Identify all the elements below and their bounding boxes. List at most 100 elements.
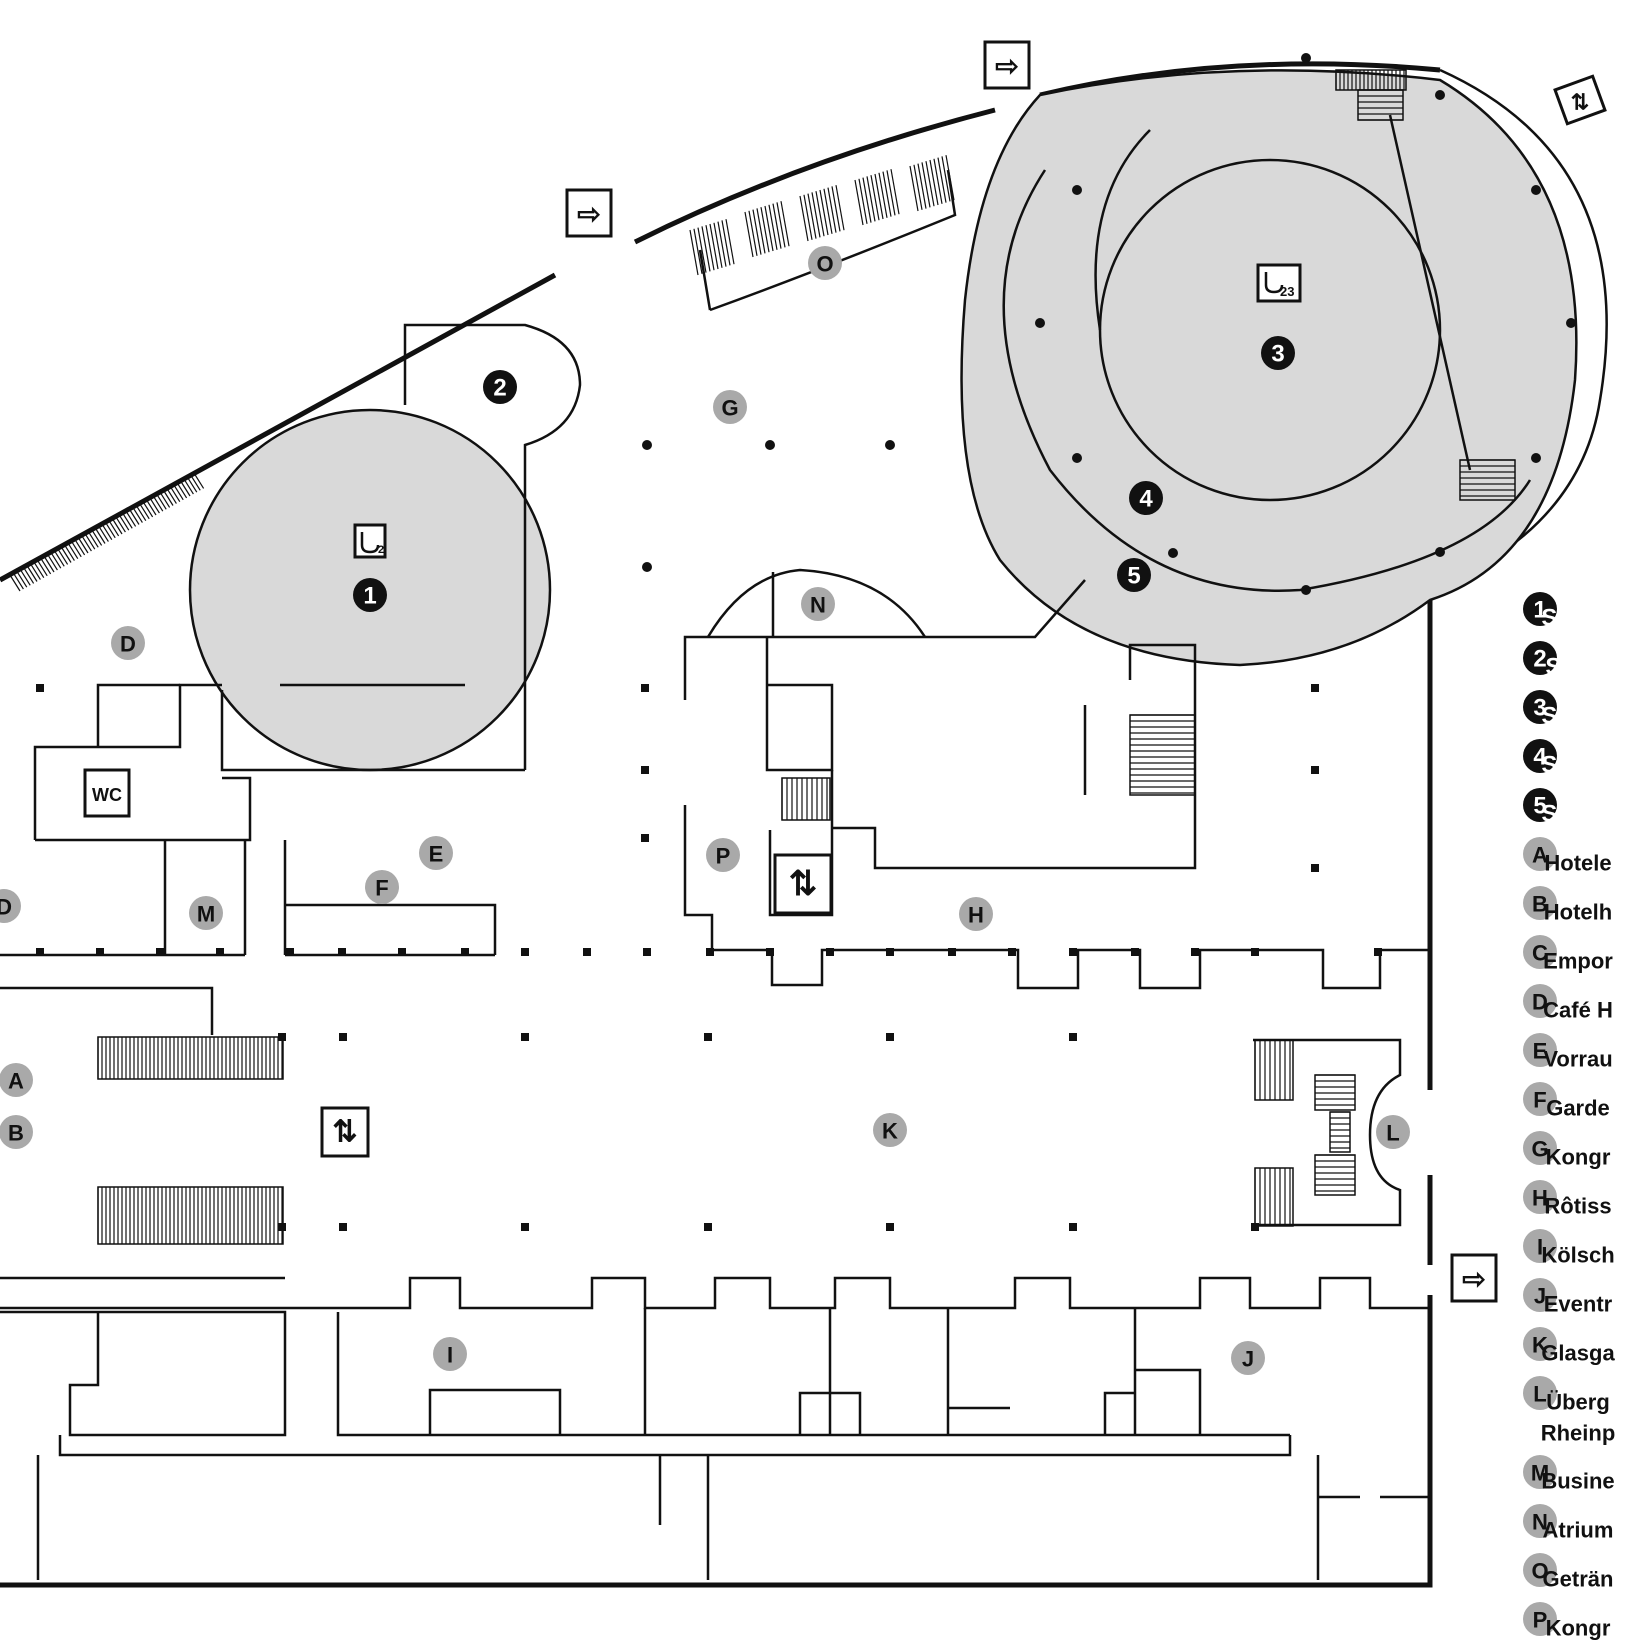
legend-label: Saal/H <box>1541 703 1614 730</box>
marker-label: N <box>810 593 826 618</box>
marker-label: 2 <box>493 375 506 402</box>
column <box>704 1033 712 1041</box>
marker-g: G <box>713 390 747 424</box>
marker-label: J <box>1242 1347 1254 1372</box>
column <box>1311 864 1319 872</box>
column <box>1301 585 1311 595</box>
column <box>1435 90 1445 100</box>
svg-text:⇅: ⇅ <box>1571 90 1589 115</box>
wc-label: WC <box>92 785 122 805</box>
column <box>642 562 652 572</box>
column <box>278 1223 286 1231</box>
marker-label: 3 <box>1271 341 1284 368</box>
stair-flight <box>1129 714 1196 796</box>
marker-label: E <box>429 842 444 867</box>
stair-flight <box>1314 1074 1356 1111</box>
column <box>1069 1223 1077 1231</box>
legend-label: Kongr <box>1546 1145 1611 1170</box>
marker-label: D <box>0 895 12 920</box>
legend-key: N <box>1532 1510 1548 1535</box>
column <box>1008 948 1016 956</box>
marker-o: O <box>808 246 842 280</box>
column <box>1069 1033 1077 1041</box>
marker-label: I <box>447 1343 453 1368</box>
stair-flight <box>1459 459 1516 501</box>
column <box>886 948 894 956</box>
column <box>1251 948 1259 956</box>
legend-label: Glasga <box>1541 1341 1615 1366</box>
marker-label: B <box>8 1121 24 1146</box>
legend-key: O <box>1531 1559 1548 1584</box>
column <box>521 948 529 956</box>
column <box>765 440 775 450</box>
column <box>1311 684 1319 692</box>
legend-key: M <box>1531 1461 1549 1486</box>
column-grid <box>36 53 1576 1231</box>
marker-k: K <box>873 1113 907 1147</box>
marker-label: F <box>375 876 388 901</box>
legend-label: Kölsch <box>1541 1243 1614 1268</box>
svg-text:⇨: ⇨ <box>995 51 1018 82</box>
legend-key: E <box>1533 1039 1548 1064</box>
marker-e: E <box>419 836 453 870</box>
legend-key: H <box>1532 1186 1548 1211</box>
legend-key: I <box>1537 1235 1543 1260</box>
stair-flight <box>781 777 831 821</box>
marker-i: I <box>433 1337 467 1371</box>
column <box>1035 318 1045 328</box>
column <box>216 948 224 956</box>
column <box>1435 547 1445 557</box>
marker-label: H <box>968 903 984 928</box>
legend-label: Café H <box>1543 998 1613 1023</box>
column <box>1072 453 1082 463</box>
column <box>36 684 44 692</box>
column <box>338 948 346 956</box>
svg-text:⇨: ⇨ <box>577 199 600 230</box>
legend-label: Garde <box>1546 1096 1610 1121</box>
room3-capacity: 23 <box>1280 284 1294 299</box>
column <box>461 948 469 956</box>
room1-capacity: 2 <box>378 544 384 556</box>
hook-capacity-icon: 23 <box>1256 263 1302 303</box>
column <box>286 948 294 956</box>
column <box>1131 948 1139 956</box>
marker-label: K <box>882 1119 898 1144</box>
legend-key: D <box>1532 990 1548 1015</box>
hall-3-room <box>960 69 1578 667</box>
legend-key: 4 <box>1533 744 1547 771</box>
legend-key: 3 <box>1533 695 1546 722</box>
marker-d: D <box>0 889 21 923</box>
column <box>766 948 774 956</box>
column <box>706 948 714 956</box>
column <box>1374 948 1382 956</box>
marker-j: J <box>1231 1341 1265 1375</box>
stair-flight <box>97 1186 284 1245</box>
legend: 1Saal/H2Salon3Saal/H4Saal/H5Saal/HAHotel… <box>1523 592 1615 1641</box>
marker-1: 1 <box>353 578 387 612</box>
column <box>886 1033 894 1041</box>
marker-a: A <box>0 1063 33 1097</box>
column <box>1566 318 1576 328</box>
column <box>641 766 649 774</box>
column <box>885 440 895 450</box>
marker-label: D <box>120 632 136 657</box>
legend-key: 2 <box>1533 646 1546 673</box>
legend-label: Atrium <box>1543 1518 1614 1543</box>
column <box>96 948 104 956</box>
legend-label: Saal/H <box>1541 801 1614 828</box>
legend-key: A <box>1532 843 1548 868</box>
marker-b: B <box>0 1115 33 1149</box>
marker-5: 5 <box>1117 558 1151 592</box>
column <box>1072 185 1082 195</box>
legend-label: Busine <box>1541 1469 1614 1494</box>
